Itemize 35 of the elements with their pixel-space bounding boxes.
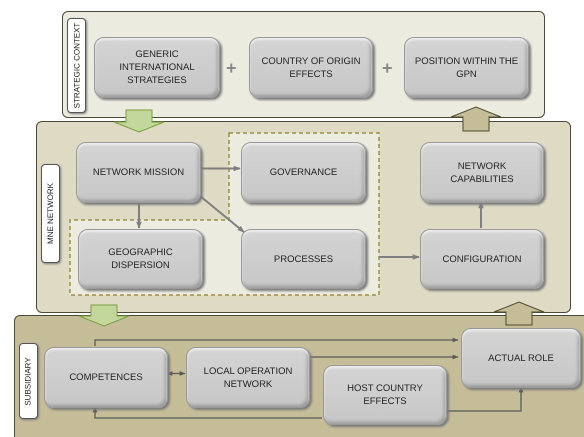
strategic-context-panel xyxy=(62,11,545,118)
plus-sign: + xyxy=(226,59,237,77)
process-box: LOCAL OPERATION NETWORK xyxy=(186,347,310,408)
subsidiary-panel xyxy=(14,315,584,437)
process-box: CONFIGURATION xyxy=(420,229,544,289)
arrow xyxy=(446,386,524,412)
process-box: NETWORK MISSION xyxy=(76,142,201,203)
block-arrow xyxy=(494,301,544,326)
arrow xyxy=(92,406,322,419)
process-box: PROCESSES xyxy=(241,229,366,289)
arrow xyxy=(379,254,420,260)
arrow xyxy=(478,201,484,228)
arrow xyxy=(94,338,459,346)
side-label: SUBSIDIARY xyxy=(19,343,38,419)
arrow xyxy=(200,166,241,172)
block-arrow xyxy=(114,110,164,133)
plus-sign: + xyxy=(382,59,393,77)
arrow xyxy=(166,371,186,376)
process-box: NETWORK CAPABILITIES xyxy=(420,142,544,203)
process-box: GENERIC INTERNATIONAL STRATEGIES xyxy=(94,37,220,98)
process-box: COMPETENCES xyxy=(44,347,168,408)
process-box: POSITION WITHIN THE GPN xyxy=(404,37,529,98)
process-box: GOVERNANCE xyxy=(241,142,366,203)
block-arrow xyxy=(450,106,502,132)
side-label: STRATEGIC CONTEXT xyxy=(67,18,86,113)
process-box: ACTUAL ROLE xyxy=(461,328,581,388)
arrow xyxy=(309,354,459,360)
process-box: COUNTRY OF ORIGIN EFFECTS xyxy=(249,37,373,98)
arrow xyxy=(136,202,142,229)
process-box: GEOGRAPHIC DISPERSION xyxy=(78,229,203,289)
mne-network-panel xyxy=(36,121,571,313)
block-arrow xyxy=(78,304,130,327)
process-box: HOST COUNTRY EFFECTS xyxy=(323,365,447,425)
side-label: MNE NETWORK xyxy=(41,164,60,263)
arrow xyxy=(199,195,245,233)
